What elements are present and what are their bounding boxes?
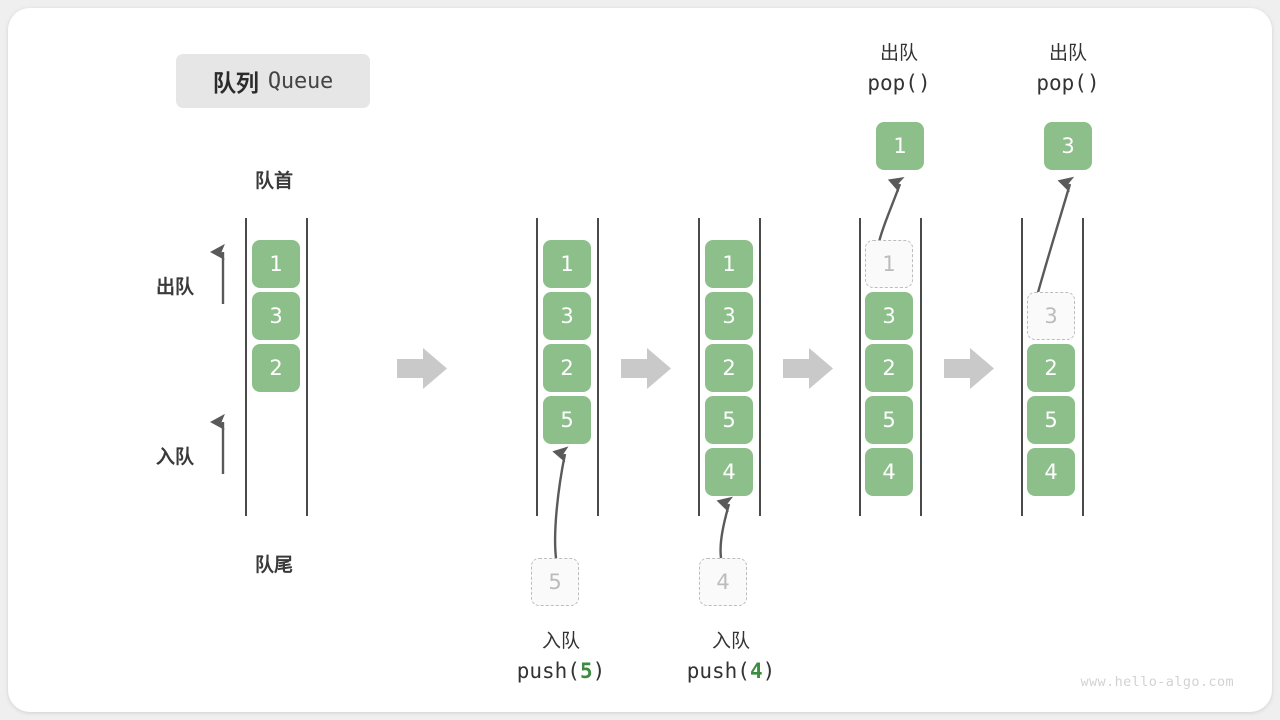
queue-tail-label: 队尾 (254, 554, 293, 576)
queue-cell: 5 (1027, 396, 1075, 444)
flow-arrow-icon (397, 348, 447, 389)
queue-cell-new: 5 (543, 396, 591, 444)
enqueue-direction-label: 入队 (156, 446, 195, 468)
enqueue-direction-arrow-icon (214, 414, 240, 474)
operation-arg: 4 (749, 658, 763, 683)
operation-arg: 5 (579, 658, 593, 683)
title-english: Queue (267, 68, 334, 94)
incoming-ghost-cell: 5 (531, 558, 579, 606)
popped-cell: 3 (1044, 122, 1092, 170)
operation-label-pop-3: 出队 pop() (998, 40, 1138, 98)
queue-cell: 2 (252, 344, 300, 392)
queue-cell: 4 (1027, 448, 1075, 496)
incoming-ghost-cell: 4 (699, 558, 747, 606)
operation-label-code: push(4) (686, 658, 776, 683)
title-chinese: 队列 (212, 71, 259, 97)
queue-rail-right (920, 218, 922, 516)
queue-cell: 1 (543, 240, 591, 288)
queue-rail-right (759, 218, 761, 516)
dequeue-direction-label: 出队 (156, 276, 195, 298)
queue-rail-left (859, 218, 861, 516)
dequeue-direction-arrow-icon (214, 244, 240, 304)
operation-label-cn: 出队 (1048, 42, 1087, 64)
operation-label-cn: 入队 (541, 630, 580, 652)
operation-label-code: pop() (867, 70, 931, 95)
queue-cell: 1 (252, 240, 300, 288)
operation-label-push-4: 入队 push(4) (651, 628, 811, 686)
queue-cell: 3 (705, 292, 753, 340)
queue-cell: 3 (252, 292, 300, 340)
push-arrow-icon (696, 494, 756, 559)
queue-head-label: 队首 (254, 170, 293, 192)
watermark: www.hello-algo.com (1080, 674, 1234, 690)
queue-cell: 2 (705, 344, 753, 392)
push-arrow-icon (528, 440, 588, 559)
pop-arrow-icon (876, 170, 918, 247)
flow-arrow-icon (621, 348, 671, 389)
operation-label-cn: 入队 (711, 630, 750, 652)
diagram-title-badge: 队列 Queue (176, 54, 370, 108)
queue-cell-new: 4 (705, 448, 753, 496)
queue-cell: 5 (705, 396, 753, 444)
operation-label-pop-1: 出队 pop() (829, 40, 969, 98)
queue-rail-right (1082, 218, 1084, 516)
queue-cell-removed: 3 (1027, 292, 1075, 340)
operation-label-cn: 出队 (879, 42, 918, 64)
queue-rail-left (1021, 218, 1023, 516)
flow-arrow-icon (944, 348, 994, 389)
queue-cell-removed: 1 (865, 240, 913, 288)
queue-cell: 2 (543, 344, 591, 392)
flow-arrow-icon (783, 348, 833, 389)
queue-rail-right (597, 218, 599, 516)
operation-label-code: pop() (1036, 70, 1100, 95)
queue-cell: 3 (543, 292, 591, 340)
operation-label-code: push(5) (516, 658, 606, 683)
queue-rail-left (698, 218, 700, 516)
queue-cell: 5 (865, 396, 913, 444)
queue-rail-right (306, 218, 308, 516)
queue-rail-left (245, 218, 247, 516)
queue-rail-left (536, 218, 538, 516)
operation-label-push-5: 入队 push(5) (481, 628, 641, 686)
queue-cell: 4 (865, 448, 913, 496)
queue-cell: 2 (1027, 344, 1075, 392)
queue-cell: 3 (865, 292, 913, 340)
pop-arrow-icon (1035, 170, 1088, 297)
queue-cell: 2 (865, 344, 913, 392)
diagram-panel: 队列 Queue 队首 队尾 出队 入队 1 3 2 (8, 8, 1272, 712)
queue-cell: 1 (705, 240, 753, 288)
popped-cell: 1 (876, 122, 924, 170)
